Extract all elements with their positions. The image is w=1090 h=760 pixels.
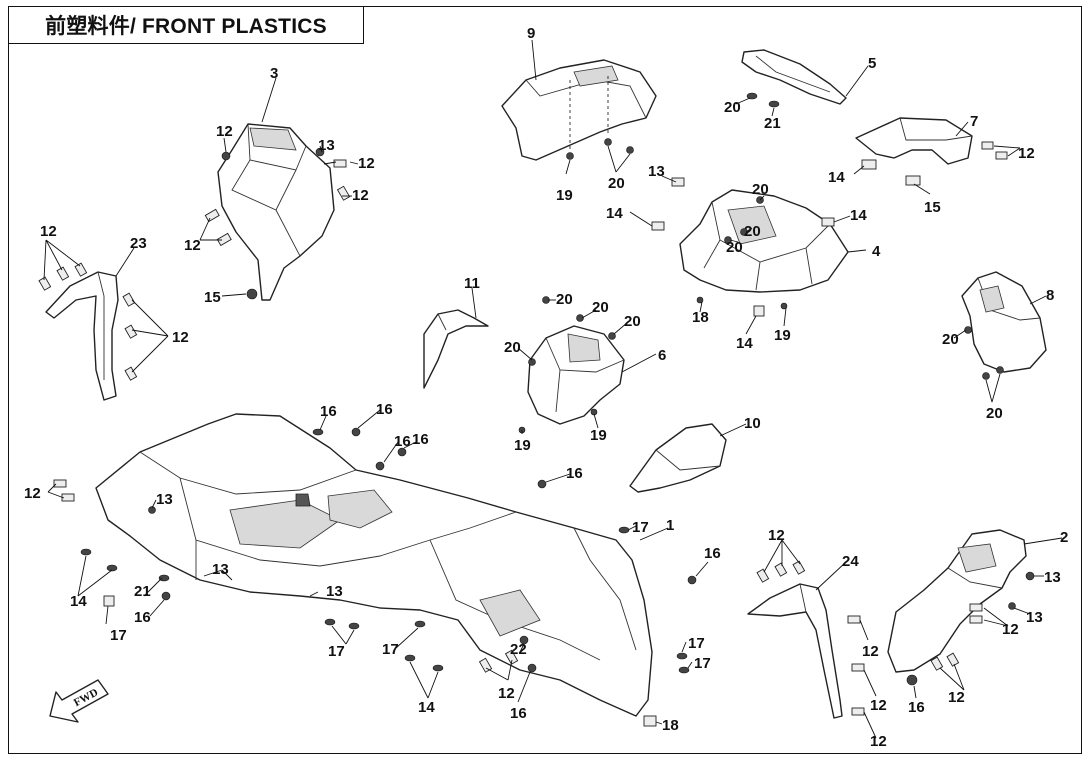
callout: 14 [418, 699, 435, 716]
callout: 16 [376, 401, 393, 418]
callout: 3 [270, 65, 278, 82]
callout: 4 [872, 243, 881, 260]
callout: 20 [724, 99, 741, 116]
part-10-wedge [629, 423, 727, 493]
callout: 12 [870, 697, 887, 714]
fasteners [38, 76, 1035, 727]
callout: 17 [694, 655, 711, 672]
part-6-shroud [527, 325, 625, 425]
callout: 14 [828, 169, 845, 186]
callout: 16 [394, 433, 411, 450]
callout: 20 [726, 239, 743, 256]
part-5-bracket [741, 49, 847, 105]
callout: 6 [658, 347, 666, 364]
part-4-dash-assembly [679, 189, 849, 293]
part-24-front-strip [747, 583, 843, 719]
callout: 16 [320, 403, 337, 420]
callout: 13 [1026, 609, 1043, 626]
callout: 1 [666, 517, 674, 534]
title-box: 前塑料件/ FRONT PLASTICS [8, 6, 364, 44]
callout: 2 [1060, 529, 1068, 546]
callout: 18 [662, 717, 679, 734]
callout: 19 [556, 187, 573, 204]
callout: 14 [70, 593, 87, 610]
callout: 20 [556, 291, 573, 308]
callout: 12 [948, 689, 965, 706]
callout: 20 [592, 299, 609, 316]
callout: 13 [1044, 569, 1061, 586]
part-8-side-fender [961, 271, 1047, 373]
callout: 16 [510, 705, 527, 722]
callout: 20 [752, 181, 769, 198]
callout: 12 [216, 123, 233, 140]
callout: 15 [924, 199, 941, 216]
callout: 14 [736, 335, 753, 352]
callout: 16 [134, 609, 151, 626]
callout: 13 [648, 163, 665, 180]
callout: 12 [172, 329, 189, 346]
part-7-cover [855, 117, 973, 165]
callout: 10 [744, 415, 761, 432]
callout: 14 [850, 207, 867, 224]
callout: 11 [464, 275, 480, 292]
callout: 9 [527, 25, 535, 42]
callout: 20 [624, 313, 641, 330]
callout: 22 [510, 641, 527, 658]
callout: 17 [110, 627, 127, 644]
part-1-front-fender [95, 413, 653, 717]
part-11-trim [423, 309, 489, 389]
callout: 12 [184, 237, 201, 254]
callout: 12 [768, 527, 785, 544]
callout: 12 [352, 187, 369, 204]
callout: 19 [590, 427, 607, 444]
callout: 16 [704, 545, 721, 562]
callout: 12 [24, 485, 41, 502]
fwd-arrow-icon: FWD [49, 679, 109, 723]
part-2-right-fender [887, 529, 1027, 673]
callout: 21 [764, 115, 781, 132]
callout: 12 [358, 155, 375, 172]
callout: 20 [986, 405, 1003, 422]
callout: 16 [566, 465, 583, 482]
callout: 16 [908, 699, 925, 716]
callout-numbers: 1 2 3 4 5 6 7 8 9 10 11 23 24 12 12 12 1… [24, 25, 1068, 750]
callout: 14 [606, 205, 623, 222]
callout: 8 [1046, 287, 1054, 304]
callout: 17 [382, 641, 399, 658]
callout: 19 [514, 437, 531, 454]
callout: 5 [868, 55, 876, 72]
callout: 13 [212, 561, 229, 578]
callout: 12 [1018, 145, 1035, 162]
callout: 17 [688, 635, 705, 652]
callout: 20 [608, 175, 625, 192]
part-9-upper-cover [501, 59, 657, 161]
leader-lines [43, 39, 1063, 739]
part-23-side-strip [45, 271, 119, 401]
callout: 7 [970, 113, 978, 130]
callout: 12 [870, 733, 887, 750]
callout: 13 [318, 137, 335, 154]
callout: 13 [156, 491, 173, 508]
callout: 12 [498, 685, 515, 702]
callout: 23 [130, 235, 147, 252]
callout: 13 [326, 583, 343, 600]
callout: 21 [134, 583, 151, 600]
callout: 24 [842, 553, 859, 570]
part-3-inner-panel [217, 123, 335, 301]
callout: 12 [862, 643, 879, 660]
callout: 17 [632, 519, 649, 536]
callout: 19 [774, 327, 791, 344]
callout: 18 [692, 309, 709, 326]
page-title: 前塑料件/ FRONT PLASTICS [45, 15, 327, 38]
callout: 20 [504, 339, 521, 356]
callout: 15 [204, 289, 221, 306]
callout: 20 [942, 331, 959, 348]
callout: 12 [1002, 621, 1019, 638]
drawing-frame [8, 6, 1082, 754]
callout: 17 [328, 643, 345, 660]
callout: 16 [412, 431, 429, 448]
callout: 20 [744, 223, 761, 240]
callout: 12 [40, 223, 57, 240]
